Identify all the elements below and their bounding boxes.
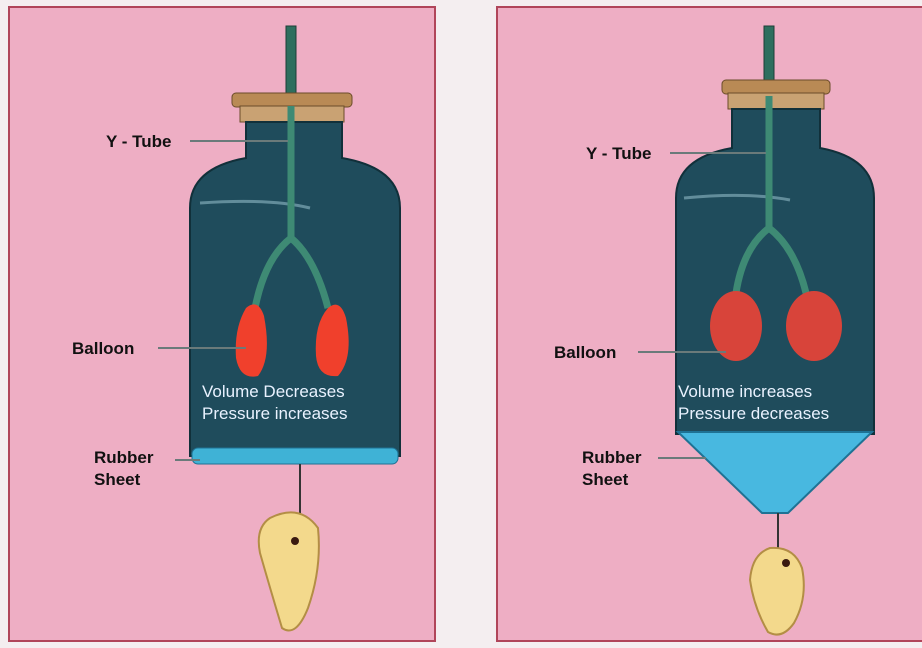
knob-mark <box>291 537 299 545</box>
bell-jar-model-exhale <box>10 8 434 640</box>
label-sheet: Sheet <box>582 470 628 490</box>
label-balloon: Balloon <box>72 339 134 359</box>
label-rubber: Rubber <box>582 448 642 468</box>
weight-knob <box>259 512 319 630</box>
label-balloon: Balloon <box>554 343 616 363</box>
knob-mark <box>782 559 790 567</box>
balloon-left <box>710 291 762 361</box>
label-y-tube: Y - Tube <box>106 132 172 152</box>
rubber-sheet-pulled <box>678 432 872 513</box>
cork-stopper <box>232 93 352 107</box>
panel-inhale: Y - Tube Balloon Rubber Sheet Volume inc… <box>496 6 922 642</box>
note-pressure: Pressure decreases <box>678 403 829 424</box>
panel-exhale: Y - Tube Balloon Rubber Sheet Volume Dec… <box>8 6 436 642</box>
label-rubber: Rubber <box>94 448 154 468</box>
balloon-right <box>786 291 842 361</box>
note-volume: Volume Decreases <box>202 381 345 402</box>
note-volume: Volume increases <box>678 381 812 402</box>
weight-knob <box>750 548 804 635</box>
rubber-sheet-flat <box>192 448 398 464</box>
cork-stopper <box>722 80 830 94</box>
cork-base <box>728 93 824 109</box>
bell-jar-model-inhale <box>498 8 922 640</box>
note-pressure: Pressure increases <box>202 403 348 424</box>
label-y-tube: Y - Tube <box>586 144 652 164</box>
label-sheet: Sheet <box>94 470 140 490</box>
